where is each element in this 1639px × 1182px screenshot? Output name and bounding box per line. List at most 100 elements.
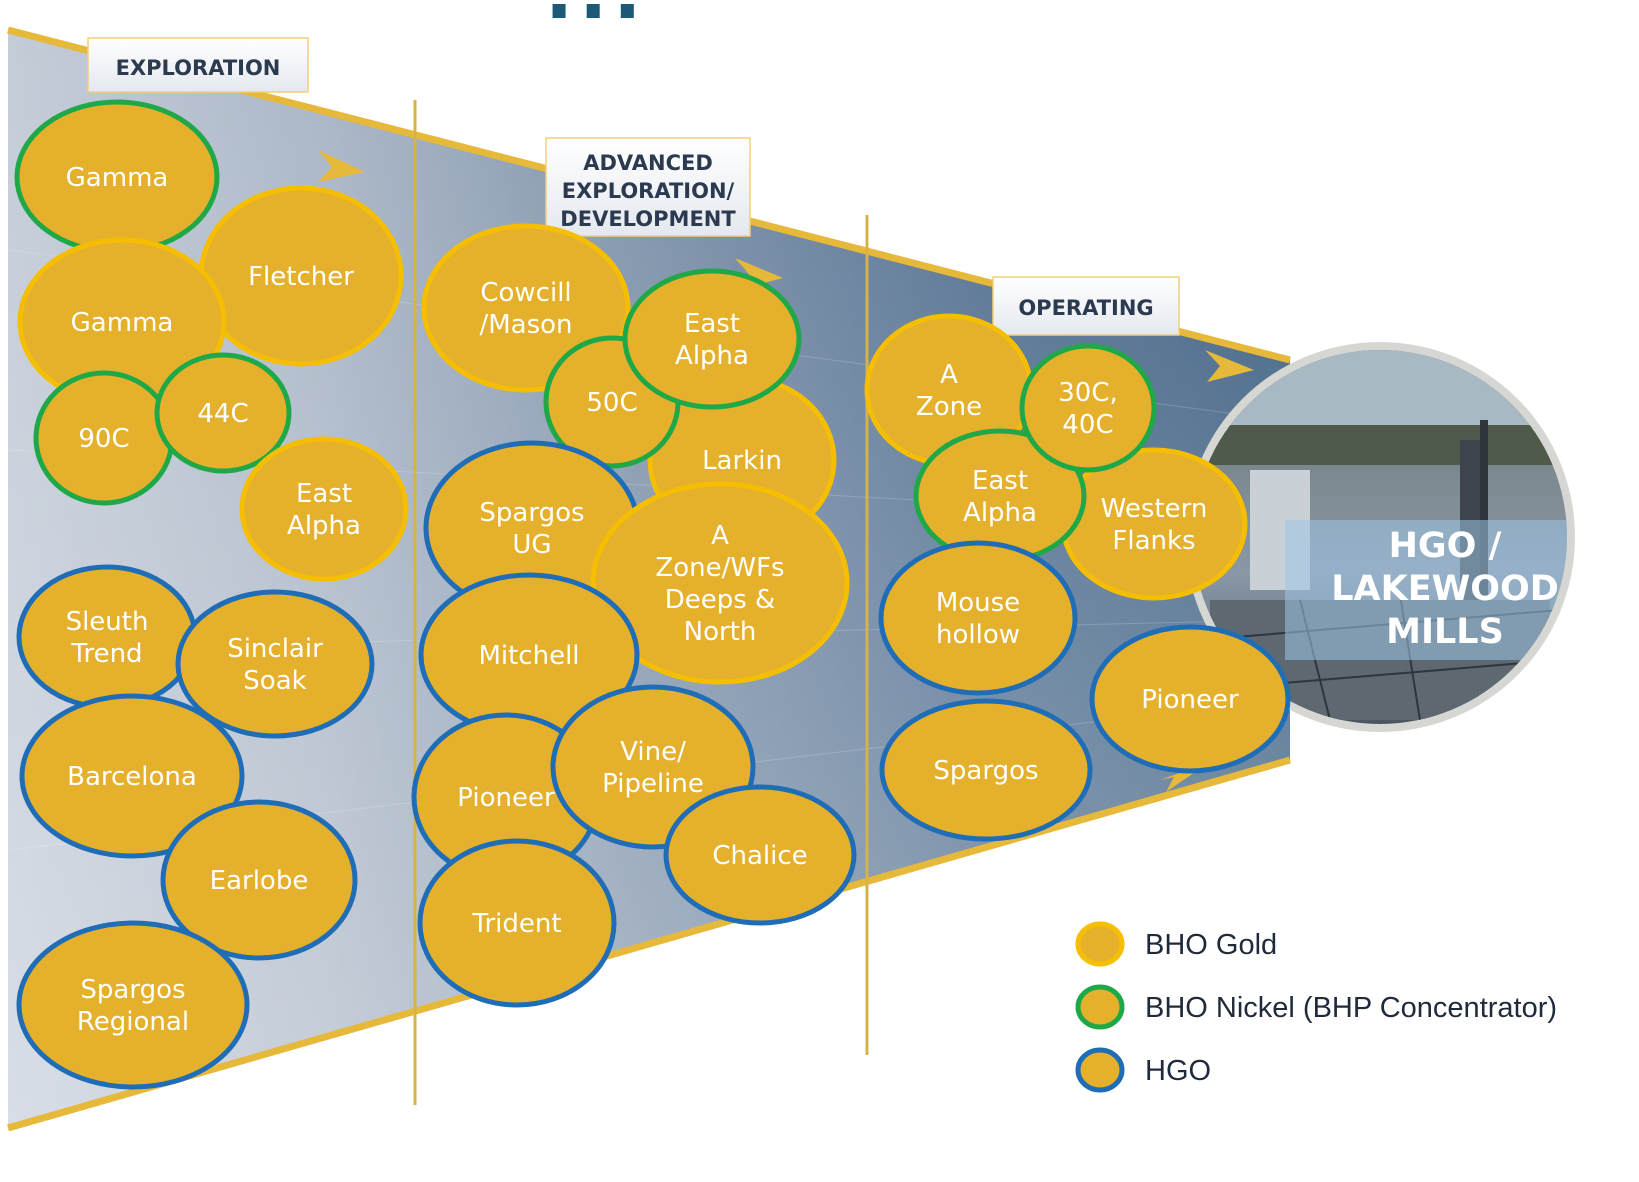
svg-text:EXPLORATION/: EXPLORATION/: [562, 179, 735, 203]
project-label: Sinclair: [227, 634, 323, 664]
project-label: Spargos: [80, 975, 185, 1005]
project-bubble-shape: [878, 540, 1078, 696]
mills-label-line-1: HGO /: [1389, 526, 1502, 566]
project-bubble: Spargos: [879, 698, 1093, 842]
project-bubble-shape: [1019, 343, 1157, 473]
project-label: Zone/WFs: [655, 553, 784, 583]
project-label: /Mason: [479, 310, 572, 340]
project-label: Gamma: [66, 163, 169, 193]
project-bubble-shape: [417, 838, 617, 1008]
project-bubble-shape: [19, 693, 245, 859]
project-bubble-shape: [239, 436, 409, 582]
project-bubble: Gamma: [17, 237, 227, 407]
mills-label-line-3: MILLS: [1386, 612, 1504, 652]
project-bubbles: GammaFletcherGamma90C44CEastAlphaSleuthT…: [14, 99, 1291, 1090]
project-label: 90C: [78, 424, 129, 454]
project-label: North: [684, 617, 757, 647]
project-label: Larkin: [702, 446, 782, 476]
project-label: Sleuth: [66, 607, 149, 637]
legend-label-hgo: HGO: [1145, 1055, 1211, 1087]
project-bubble-shape: [622, 268, 802, 410]
legend-swatch-gold: [1075, 921, 1125, 967]
project-label: Cowcill: [480, 278, 571, 308]
mills-label-line-2: LAKEWOOD: [1331, 569, 1559, 609]
project-bubble-shape: [160, 799, 358, 961]
project-bubble: 44C: [154, 352, 292, 474]
project-bubble: 30C,40C: [1019, 343, 1157, 473]
project-label: Earlobe: [210, 866, 309, 896]
project-label: East: [296, 479, 352, 509]
project-bubble-shape: [154, 352, 292, 474]
svg-text:EXPLORATION: EXPLORATION: [116, 56, 281, 80]
project-label: Soak: [243, 666, 306, 696]
project-label: East: [972, 466, 1028, 496]
project-label: Flanks: [1112, 526, 1195, 556]
legend-label-gold: BHO Gold: [1145, 929, 1277, 961]
project-label: Spargos: [479, 498, 584, 528]
project-bubble-shape: [16, 564, 198, 710]
project-label: Pioneer: [1141, 685, 1239, 715]
legend-swatch-hgo: [1075, 1047, 1125, 1093]
svg-text:OPERATING: OPERATING: [1018, 296, 1153, 320]
project-label: Gamma: [71, 308, 174, 338]
project-label: Chalice: [712, 841, 807, 871]
project-bubble-shape: [590, 481, 850, 685]
project-label: UG: [512, 530, 551, 560]
project-bubble: 90C: [33, 370, 175, 506]
legend-swatch-nickel: [1075, 984, 1125, 1030]
project-label: 40C: [1062, 410, 1113, 440]
project-label: Zone: [916, 392, 982, 422]
svg-text:DEVELOPMENT: DEVELOPMENT: [560, 207, 736, 231]
project-bubble: Trident: [417, 838, 617, 1008]
project-bubble: Chalice: [663, 784, 857, 926]
mills-circle: HGO / LAKEWOOD MILLS: [1185, 342, 1575, 732]
project-bubble: Barcelona: [19, 693, 245, 859]
project-label: Barcelona: [67, 762, 197, 792]
project-label: Spargos: [933, 756, 1038, 786]
project-label: Trident: [471, 909, 561, 939]
project-label: 30C,: [1058, 378, 1118, 408]
project-label: 50C: [586, 388, 637, 418]
project-bubble-shape: [1089, 624, 1291, 774]
project-bubble: Pioneer: [1089, 624, 1291, 774]
project-bubble-shape: [663, 784, 857, 926]
project-bubble: Earlobe: [160, 799, 358, 961]
project-label: Western: [1101, 494, 1208, 524]
stage-label-exploration: EXPLORATION: [87, 37, 309, 93]
project-label: Alpha: [675, 341, 749, 371]
project-label: 44C: [197, 399, 248, 429]
project-bubble: Gamma: [14, 99, 220, 255]
project-label: Pioneer: [457, 783, 555, 813]
project-bubble: Fletcher: [198, 185, 404, 367]
project-label: Alpha: [287, 511, 361, 541]
project-label: A: [940, 360, 958, 390]
project-label: Fletcher: [248, 262, 354, 292]
project-label: hollow: [936, 620, 1020, 650]
project-label: Pipeline: [602, 769, 704, 799]
stage-label-operating: OPERATING: [992, 276, 1180, 336]
project-label: Deeps &: [665, 585, 776, 615]
project-label: Mitchell: [478, 641, 579, 671]
project-label: Alpha: [963, 498, 1037, 528]
page-title-partial: ...: [545, 0, 647, 36]
project-label: East: [684, 309, 740, 339]
legend-label-nickel: BHO Nickel (BHP Concentrator): [1145, 992, 1557, 1024]
project-label: Trend: [70, 639, 142, 669]
svg-text:ADVANCED: ADVANCED: [583, 151, 713, 175]
project-label: Mouse: [936, 588, 1020, 618]
project-label: Regional: [77, 1007, 189, 1037]
project-bubble-shape: [879, 698, 1093, 842]
project-label: A: [711, 521, 729, 551]
project-bubble-shape: [175, 589, 375, 739]
